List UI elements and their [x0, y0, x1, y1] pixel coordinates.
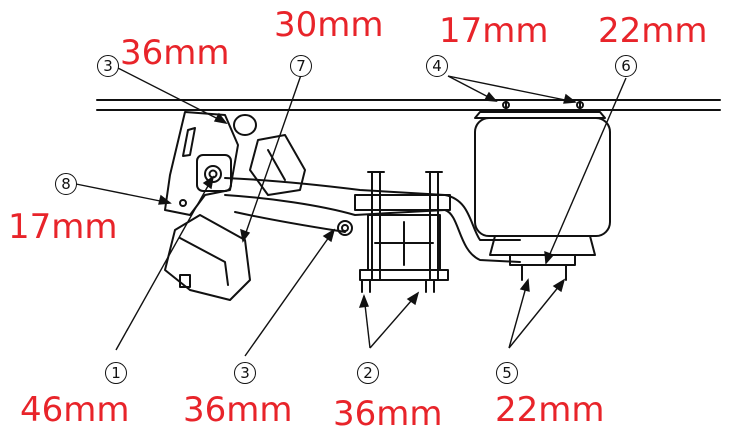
bracket-hole: [233, 114, 257, 136]
bracket-bolt: [179, 199, 187, 207]
top-stud-nut-2: [576, 101, 584, 109]
callout-5: 5: [496, 362, 518, 384]
arm-pivot: [337, 220, 353, 236]
callout-4: 4: [426, 55, 448, 77]
arrow-8: [158, 194, 172, 205]
shock-absorber: [164, 214, 251, 301]
shock-absorber-edge: [179, 237, 229, 286]
arrow-6: [544, 250, 555, 265]
trailing-arm-lower: [234, 211, 346, 233]
callout-8: 8: [55, 173, 77, 195]
leader-5b: [508, 279, 565, 349]
arrow-2b: [406, 291, 420, 306]
arrow-3-bottom: [322, 228, 336, 243]
size-label-6: 22mm: [598, 11, 708, 51]
arrow-1: [202, 175, 214, 190]
size-label-5: 22mm: [495, 390, 605, 430]
callout-6: 6: [615, 55, 637, 77]
callout-7: 7: [290, 55, 312, 77]
air-spring-top-plate: [474, 111, 606, 119]
leader-3-top: [113, 65, 227, 124]
arrow-3-top: [213, 112, 228, 125]
callout-3-top: 3: [97, 55, 119, 77]
size-label-8: 17mm: [8, 207, 118, 247]
bushing-housing: [196, 154, 232, 192]
arm-to-airbag: [444, 194, 521, 241]
arrow-2a: [358, 294, 369, 308]
leader-4b: [447, 75, 576, 103]
top-stud-nut-1: [502, 101, 510, 109]
upper-wedge-line: [267, 149, 286, 181]
size-label-2: 36mm: [333, 394, 443, 434]
air-spring: [474, 117, 611, 237]
leader-2b: [369, 292, 419, 349]
leader-6: [545, 77, 627, 264]
arrow-4a: [483, 91, 498, 102]
eye-bolt: [204, 165, 222, 183]
size-label-3-top: 36mm: [120, 33, 230, 73]
axle-bottom-plate: [359, 269, 449, 281]
size-label-1: 46mm: [20, 390, 130, 430]
size-label-7: 30mm: [274, 5, 384, 45]
arrow-7: [240, 228, 251, 243]
shock-tab: [179, 274, 191, 288]
bracket-slot: [182, 127, 196, 157]
callout-2: 2: [357, 362, 379, 384]
callout-1: 1: [105, 362, 127, 384]
upper-wedge: [249, 134, 306, 196]
trailing-arm-bottom: [224, 194, 446, 216]
arrow-5b: [552, 278, 566, 293]
leader-1: [115, 176, 214, 351]
size-label-3-bottom: 36mm: [183, 390, 293, 430]
arm-pivot-inner: [341, 224, 349, 232]
size-label-4: 17mm: [439, 11, 549, 51]
bottom-studs: [521, 264, 567, 281]
arrow-4b: [563, 93, 577, 104]
leader-8: [75, 183, 171, 204]
leader-7: [242, 74, 302, 242]
leader-5a: [508, 279, 529, 349]
arrow-5a: [519, 278, 530, 292]
axle-clamp-top: [354, 194, 451, 211]
front-hanger-bracket: [164, 111, 239, 216]
leader-3-bottom: [244, 229, 335, 357]
callout-3-bottom: 3: [234, 362, 256, 384]
air-spring-piston: [509, 254, 576, 266]
arm-to-airbag-lower: [444, 209, 521, 263]
trailing-arm-top: [224, 177, 446, 196]
clamp-nuts: [361, 279, 435, 293]
air-spring-base: [489, 235, 596, 256]
